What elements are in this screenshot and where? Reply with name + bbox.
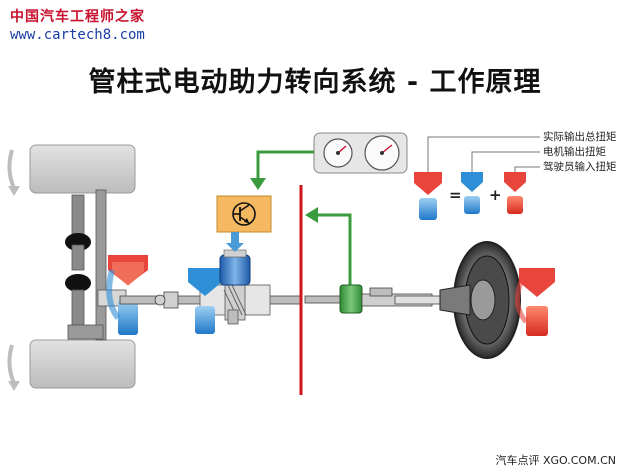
steering-column [304,284,441,314]
legend-label-total-torque: 实际输出总扭矩 [543,131,617,143]
legend-connectors [427,136,540,172]
legend-motor-torque-icon [461,172,483,214]
legend-equals-sign: = [449,186,462,204]
front-tire-bottom [7,339,136,391]
legend-label-driver-torque: 驾驶员输入扭矩 [543,161,617,173]
page-title: 管柱式电动助力转向系统 - 工作原理 [88,67,542,98]
electric-motor [219,249,251,286]
legend-driver-torque-icon [504,172,526,214]
ecu-to-motor-arrow [226,232,244,252]
motor-torque-arrow-shaft [188,268,222,334]
transistor-icon [232,202,256,226]
legend-total-torque-icon [414,172,442,220]
instrument-cluster-icon [313,132,408,174]
footer-credit: 汽车点评 XGO.COM.CN [495,454,616,467]
torque-signal-arrow [305,207,352,285]
driver-torque-arrow [514,268,555,336]
legend-plus-sign: + [489,186,502,204]
watermark-url: www.cartech8.com [10,27,145,43]
ecu-box [216,195,272,233]
output-torque-arrow [106,255,148,335]
steering-wheel-icon [439,241,521,359]
speed-signal-arrow [250,150,314,190]
legend-label-motor-torque: 电机输出扭矩 [543,146,606,158]
front-tire-top [7,144,136,196]
suspension-assembly [65,189,127,341]
watermark-site-name: 中国汽车工程师之家 [10,9,145,25]
